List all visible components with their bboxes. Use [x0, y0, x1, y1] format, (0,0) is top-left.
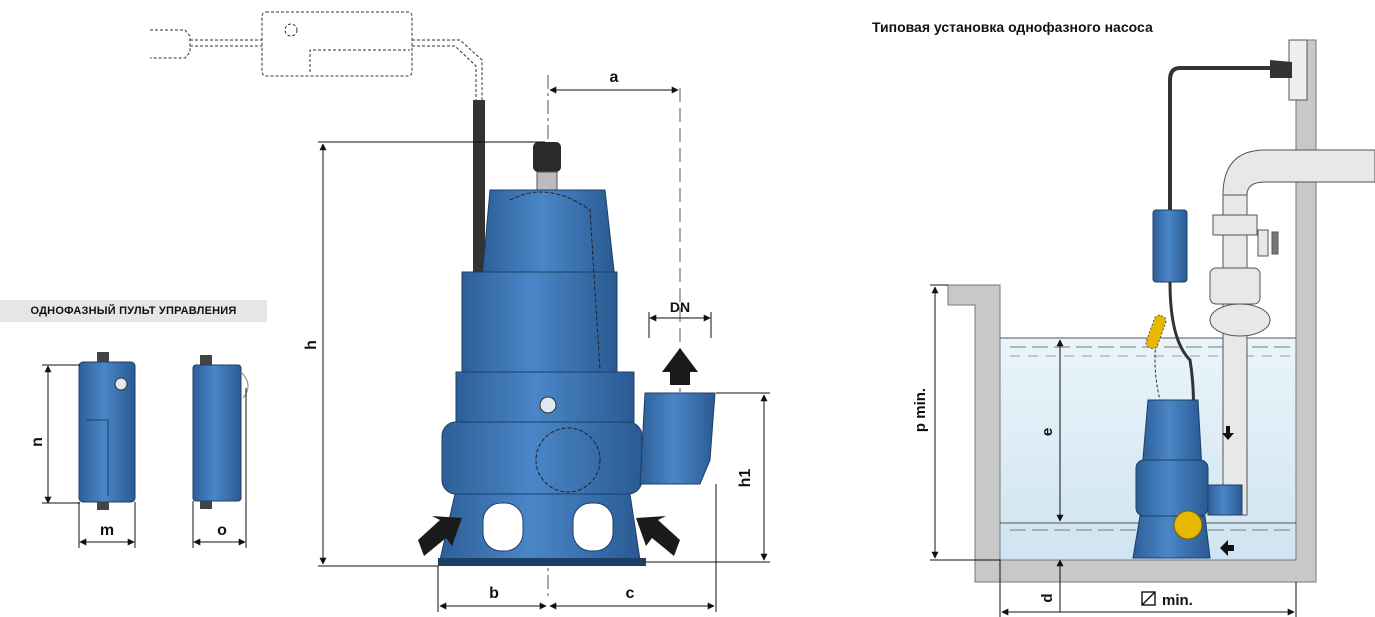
- installed-pump: [1132, 314, 1243, 559]
- label-e: e: [1039, 428, 1056, 436]
- inlet-arrow-left: [418, 516, 462, 556]
- installation-flow-arrow: [1222, 426, 1234, 440]
- label-h1: h1: [737, 469, 754, 488]
- wall-socket: [1168, 39, 1308, 210]
- label-diameter-min: min.: [1162, 592, 1193, 609]
- label-c: c: [626, 585, 635, 602]
- pump-cable: [473, 100, 485, 272]
- label-p-min: p min.: [912, 388, 929, 432]
- control-box-front: [78, 352, 136, 510]
- label-dn: DN: [670, 299, 690, 315]
- control-box-side: [192, 355, 249, 509]
- label-m: m: [100, 522, 114, 539]
- label-d: d: [1039, 593, 1056, 602]
- label-o: o: [217, 522, 227, 539]
- inlet-arrow-right: [636, 516, 680, 556]
- label-h: h: [303, 340, 320, 350]
- outlet-arrow: [662, 348, 698, 385]
- installation-inlet-arrow: [1220, 540, 1234, 556]
- label-n: n: [29, 437, 46, 447]
- label-b: b: [489, 585, 499, 602]
- installation-title: Типовая установка однофазного насоса: [872, 19, 1153, 35]
- pump-body: [438, 142, 716, 566]
- label-a: a: [610, 69, 619, 86]
- dashed-control-box: [150, 11, 483, 100]
- control-panel-caption: ОДНОФАЗНЫЙ ПУЛЬТ УПРАВЛЕНИЯ: [0, 300, 267, 322]
- diameter-symbol: [1141, 591, 1156, 606]
